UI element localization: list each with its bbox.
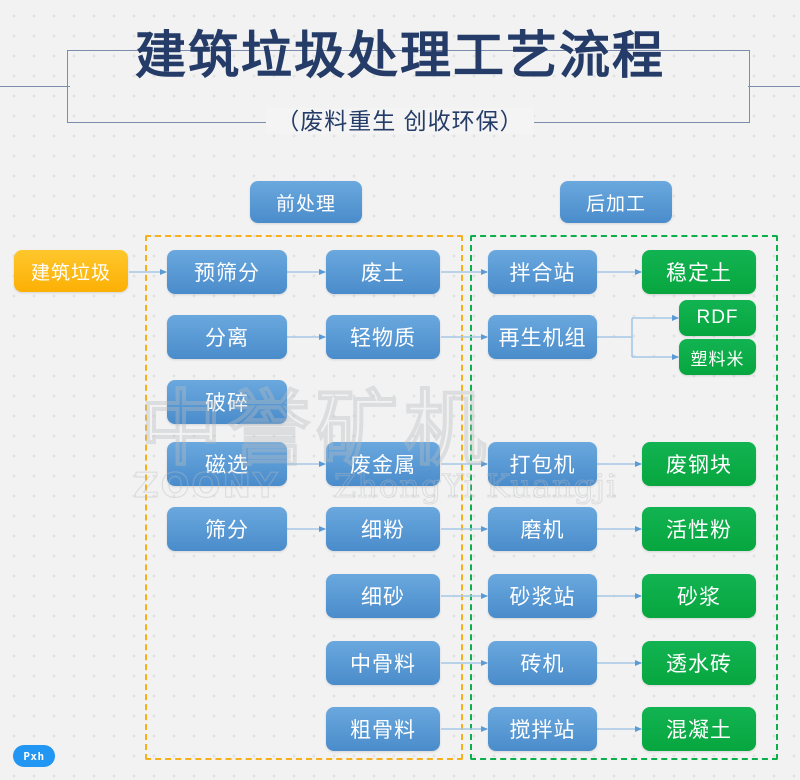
node-post_equipment-5[interactable]: 砖机 [488, 641, 597, 685]
node-post_equipment-6[interactable]: 搅拌站 [488, 707, 597, 751]
node-post_equipment-1[interactable]: 再生机组 [488, 315, 597, 359]
node-post_equipment-0[interactable]: 拌合站 [488, 250, 597, 294]
node-products-1[interactable]: RDF [679, 300, 756, 336]
node-materials-4[interactable]: 细砂 [326, 574, 440, 618]
page-subtitle: （废料重生 创收环保） [0, 102, 800, 136]
node-materials-6[interactable]: 粗骨料 [326, 707, 440, 751]
node-materials-2[interactable]: 废金属 [326, 442, 440, 486]
node-products-2[interactable]: 塑料米 [679, 339, 756, 375]
node-post_equipment-3[interactable]: 磨机 [488, 507, 597, 551]
page-subtitle-text: （废料重生 创收环保） [266, 108, 534, 134]
corner-logo: Pxh [13, 745, 55, 767]
node-products-5[interactable]: 砂浆 [642, 574, 756, 618]
region-post-processing [470, 235, 778, 760]
node-pre_equipment-0[interactable]: 预筛分 [167, 250, 287, 294]
node-products-0[interactable]: 稳定土 [642, 250, 756, 294]
node-pre_equipment-4[interactable]: 筛分 [167, 507, 287, 551]
node-pre_equipment-1[interactable]: 分离 [167, 315, 287, 359]
node-materials-0[interactable]: 废土 [326, 250, 440, 294]
page-header: 建筑垃圾处理工艺流程 （废料重生 创收环保） [0, 0, 800, 150]
node-products-7[interactable]: 混凝土 [642, 707, 756, 751]
node-post_equipment-2[interactable]: 打包机 [488, 442, 597, 486]
node-products-4[interactable]: 活性粉 [642, 507, 756, 551]
node-input[interactable]: 建筑垃圾 [14, 250, 128, 292]
node-post_equipment-4[interactable]: 砂浆站 [488, 574, 597, 618]
page-title: 建筑垃圾处理工艺流程 [134, 27, 665, 86]
node-pre_equipment-3[interactable]: 磁选 [167, 442, 287, 486]
node-materials-1[interactable]: 轻物质 [326, 315, 440, 359]
header-rule-left [0, 86, 70, 87]
group-label-post-processing[interactable]: 后加工 [560, 181, 672, 223]
node-materials-3[interactable]: 细粉 [326, 507, 440, 551]
node-materials-5[interactable]: 中骨料 [326, 641, 440, 685]
header-rule-right [748, 86, 800, 87]
node-products-3[interactable]: 废钢块 [642, 442, 756, 486]
group-label-pre-treatment[interactable]: 前处理 [250, 181, 362, 223]
node-pre_equipment-2[interactable]: 破碎 [167, 380, 287, 424]
region-pre-treatment [145, 235, 463, 760]
node-products-6[interactable]: 透水砖 [642, 641, 756, 685]
